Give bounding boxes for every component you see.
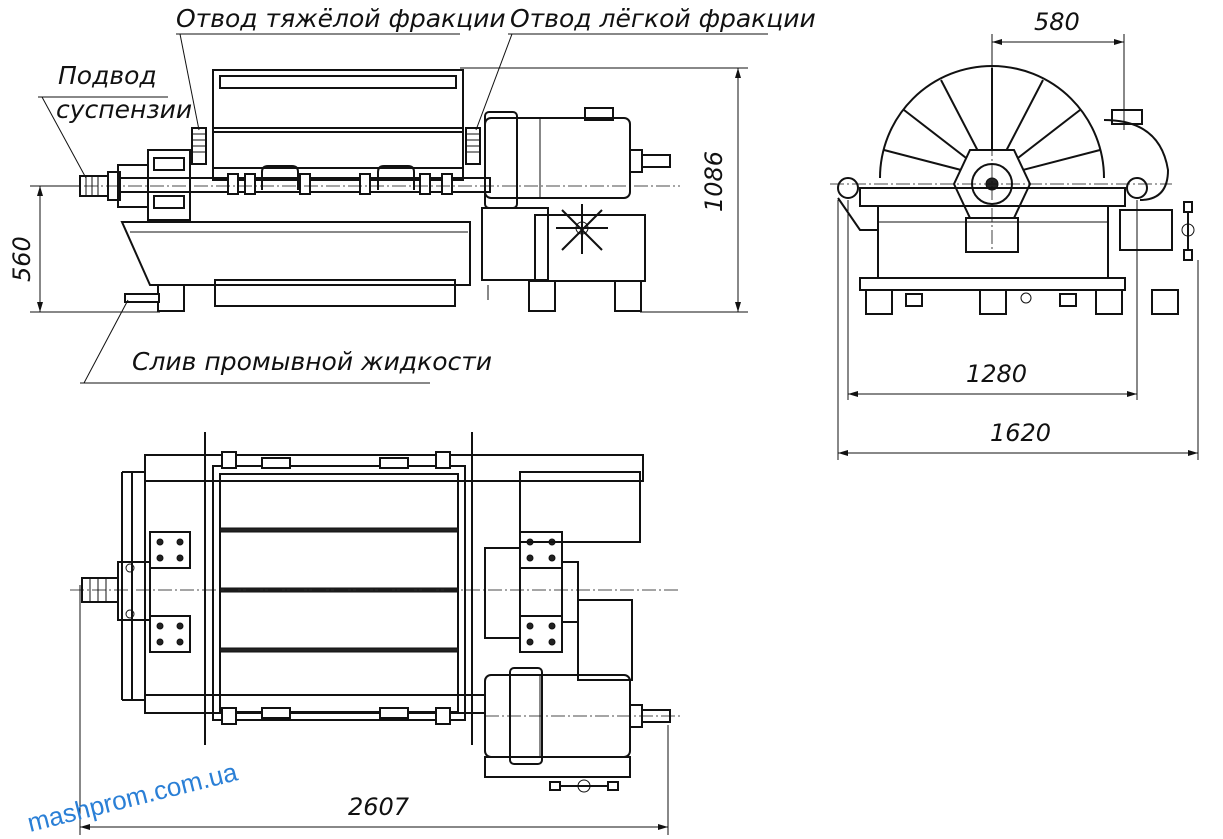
dim-height-560: 560	[8, 236, 36, 282]
motor	[484, 107, 671, 209]
side-feet	[865, 289, 1179, 315]
label-feed-line1: Подвод	[58, 61, 157, 90]
plan-handwheel	[549, 779, 619, 793]
right-bolts	[526, 538, 556, 646]
label-light-outlet: Отвод лёгкой фракции	[510, 4, 816, 33]
heavy-outlet-stack	[191, 127, 207, 165]
plan-clamps	[221, 451, 451, 725]
front-callouts: Отвод тяжёлой фракции Отвод лёгкой фракц…	[38, 4, 816, 384]
light-outlet-stack	[465, 127, 481, 165]
watermark: mashprom.com.ua	[24, 756, 241, 837]
left-bolts	[156, 538, 184, 646]
dim-height-1086: 1086	[700, 151, 728, 212]
side-dimensions: 580 1280 1620	[837, 8, 1199, 460]
cover-clamps	[227, 173, 453, 195]
front-dimensions: 1086 560	[8, 67, 748, 313]
front-view	[40, 69, 680, 312]
plan-motor	[484, 667, 671, 778]
plan-view	[70, 432, 680, 793]
dim-width-1280: 1280	[966, 360, 1027, 388]
label-heavy-outlet: Отвод тяжёлой фракции	[176, 4, 506, 33]
plan-dimensions: 2607	[79, 585, 669, 835]
front-feet	[124, 280, 642, 312]
dim-width-580: 580	[1034, 8, 1080, 36]
dim-width-1620: 1620	[990, 419, 1051, 447]
label-feed-line2: суспензии	[56, 95, 192, 124]
label-wash-drain: Слив промывной жидкости	[132, 347, 492, 376]
side-handwheel	[1181, 201, 1195, 261]
front-handwheel	[556, 204, 608, 254]
dim-length-2607: 2607	[348, 793, 410, 821]
side-view	[830, 65, 1195, 315]
